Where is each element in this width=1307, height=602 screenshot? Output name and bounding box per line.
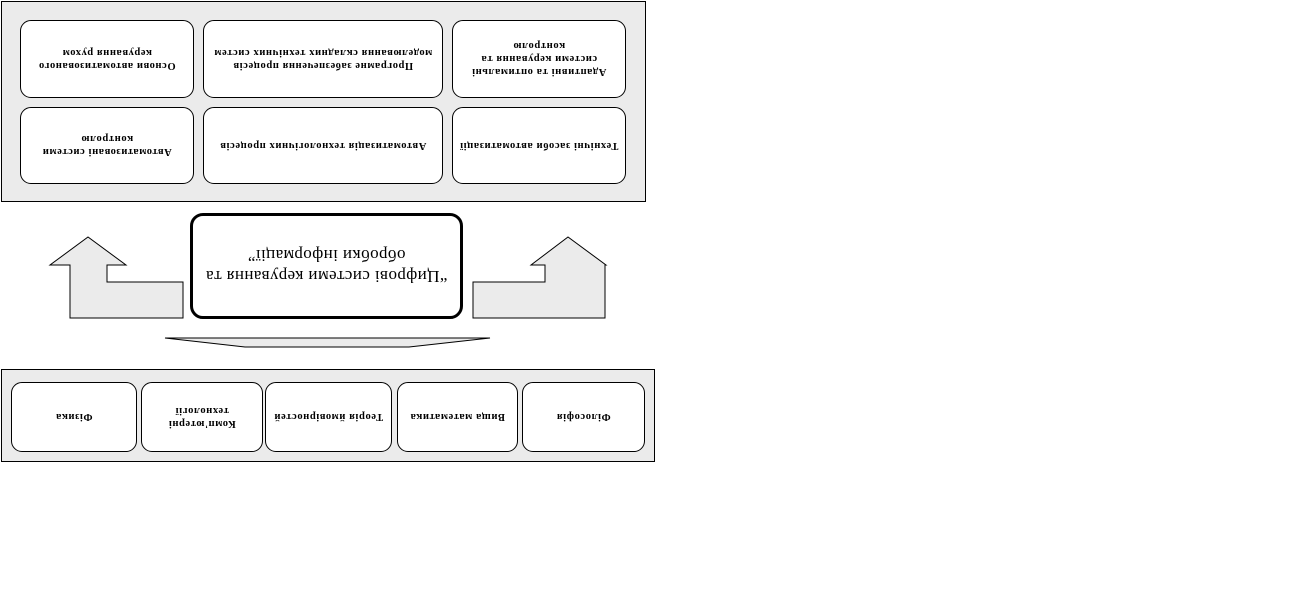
top-card-higher-math: Вища математика [397,382,518,452]
top-card-computer-tech: Комп'ютерні технології [141,382,263,452]
arrow-down-left [48,236,184,319]
central-discipline-box: “Цифрові системи керування та обробки ін… [190,213,463,319]
bottom-card-motion-control: Основи автоматизованого керування рухом [20,20,194,98]
top-card-philosophy: Філософія [522,382,645,452]
bottom-card-automated-control: Автоматизовані системи контролю [20,107,194,184]
arrow-down-right [472,236,608,319]
bottom-card-adaptive-systems: Адаптивні та оптимальні системи керуванн… [452,20,626,98]
arrow-up-to-center [164,337,491,348]
bottom-card-process-automation: Автоматизація технологічних процесів [203,107,443,184]
top-card-probability: Теорія ймовірностей [265,382,392,452]
bottom-card-tech-means: Технічні засоби автоматизації [452,107,626,184]
bottom-card-software-modeling: Програмне забезпечення процесів моделюва… [203,20,443,98]
top-card-physics: Фізика [11,382,137,452]
